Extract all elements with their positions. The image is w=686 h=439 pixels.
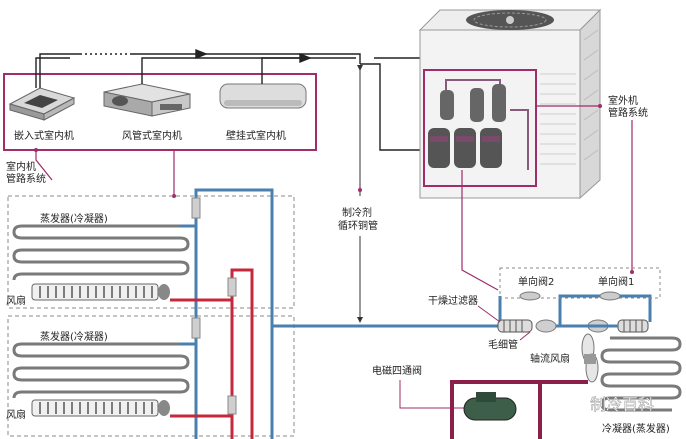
capillary-label: 毛细管	[488, 338, 518, 351]
frame-drop-lines	[173, 120, 633, 291]
watermark: 制冷百科	[569, 395, 654, 414]
fan-coil-1	[31, 283, 170, 301]
capillary-icon	[535, 319, 557, 333]
indoor-piping-label-2: 管路系统	[6, 172, 46, 185]
refrigerant-label-2: 循环铜管	[338, 219, 378, 232]
ducted-label: 风管式室内机	[122, 129, 182, 142]
wall-unit	[219, 83, 307, 109]
evaporator-label-2: 蒸发器(冷凝器)	[40, 330, 108, 343]
check-valve-box	[499, 267, 661, 299]
axial-fan-label: 轴流风扇	[530, 352, 570, 365]
valve-4	[227, 395, 237, 415]
condenser-label: 冷凝器(蒸发器)	[602, 422, 670, 435]
check-valve-1-label: 单向阀1	[598, 275, 634, 288]
outdoor-piping-label-2: 管路系统	[608, 106, 648, 119]
outdoor-fan-icon	[466, 10, 554, 30]
check-valve-2-label: 单向阀2	[518, 275, 554, 288]
suction-line	[450, 380, 588, 439]
four-way-valve-icon	[463, 392, 517, 421]
check-valve-icons	[519, 291, 621, 301]
gas-line	[170, 268, 254, 439]
evaporator-coil-2	[12, 342, 190, 399]
cassette-label: 嵌入式室内机	[14, 129, 74, 142]
valve-2	[191, 317, 201, 339]
outdoor-unit	[418, 8, 602, 200]
condenser-coil	[600, 336, 682, 412]
liquid-line	[180, 188, 652, 439]
evaporator-label-1: 蒸发器(冷凝器)	[40, 212, 108, 225]
indoor-piping-label-1: 室内机	[6, 160, 36, 173]
ducted-unit	[103, 83, 191, 117]
evaporator-box-1	[7, 195, 295, 309]
indoor-piping-pointer	[35, 150, 53, 181]
dryer-filter-2	[617, 319, 649, 333]
evaporator-box-2	[7, 315, 295, 437]
top-distribution-pipes	[35, 48, 420, 151]
axial-fan-icon	[581, 333, 599, 383]
indoor-units-group: 嵌入式室内机 风管式室内机 壁挂式室内机	[3, 73, 317, 151]
dryer-filter-label: 干燥过滤器	[428, 294, 478, 307]
cassette-unit	[8, 87, 76, 121]
compressors	[428, 79, 529, 170]
valve-1	[191, 197, 201, 219]
valve-3	[227, 277, 237, 297]
dryer-filter	[497, 319, 533, 333]
fan-label-1: 风扇	[6, 294, 26, 307]
fan-coil-2	[31, 399, 170, 417]
indoor-units-frame	[3, 73, 317, 151]
four-way-valve-label: 电磁四通阀	[372, 364, 422, 377]
evaporator-coil-1	[12, 224, 190, 281]
outdoor-piping-label-1: 室外机	[608, 94, 638, 107]
fan-label-2: 风扇	[6, 408, 26, 421]
watermark-text: 制冷百科	[590, 395, 654, 414]
outdoor-piping-frame	[423, 69, 537, 187]
refrigerant-label-1: 制冷剂	[342, 206, 372, 219]
wall-label: 壁挂式室内机	[226, 129, 286, 142]
